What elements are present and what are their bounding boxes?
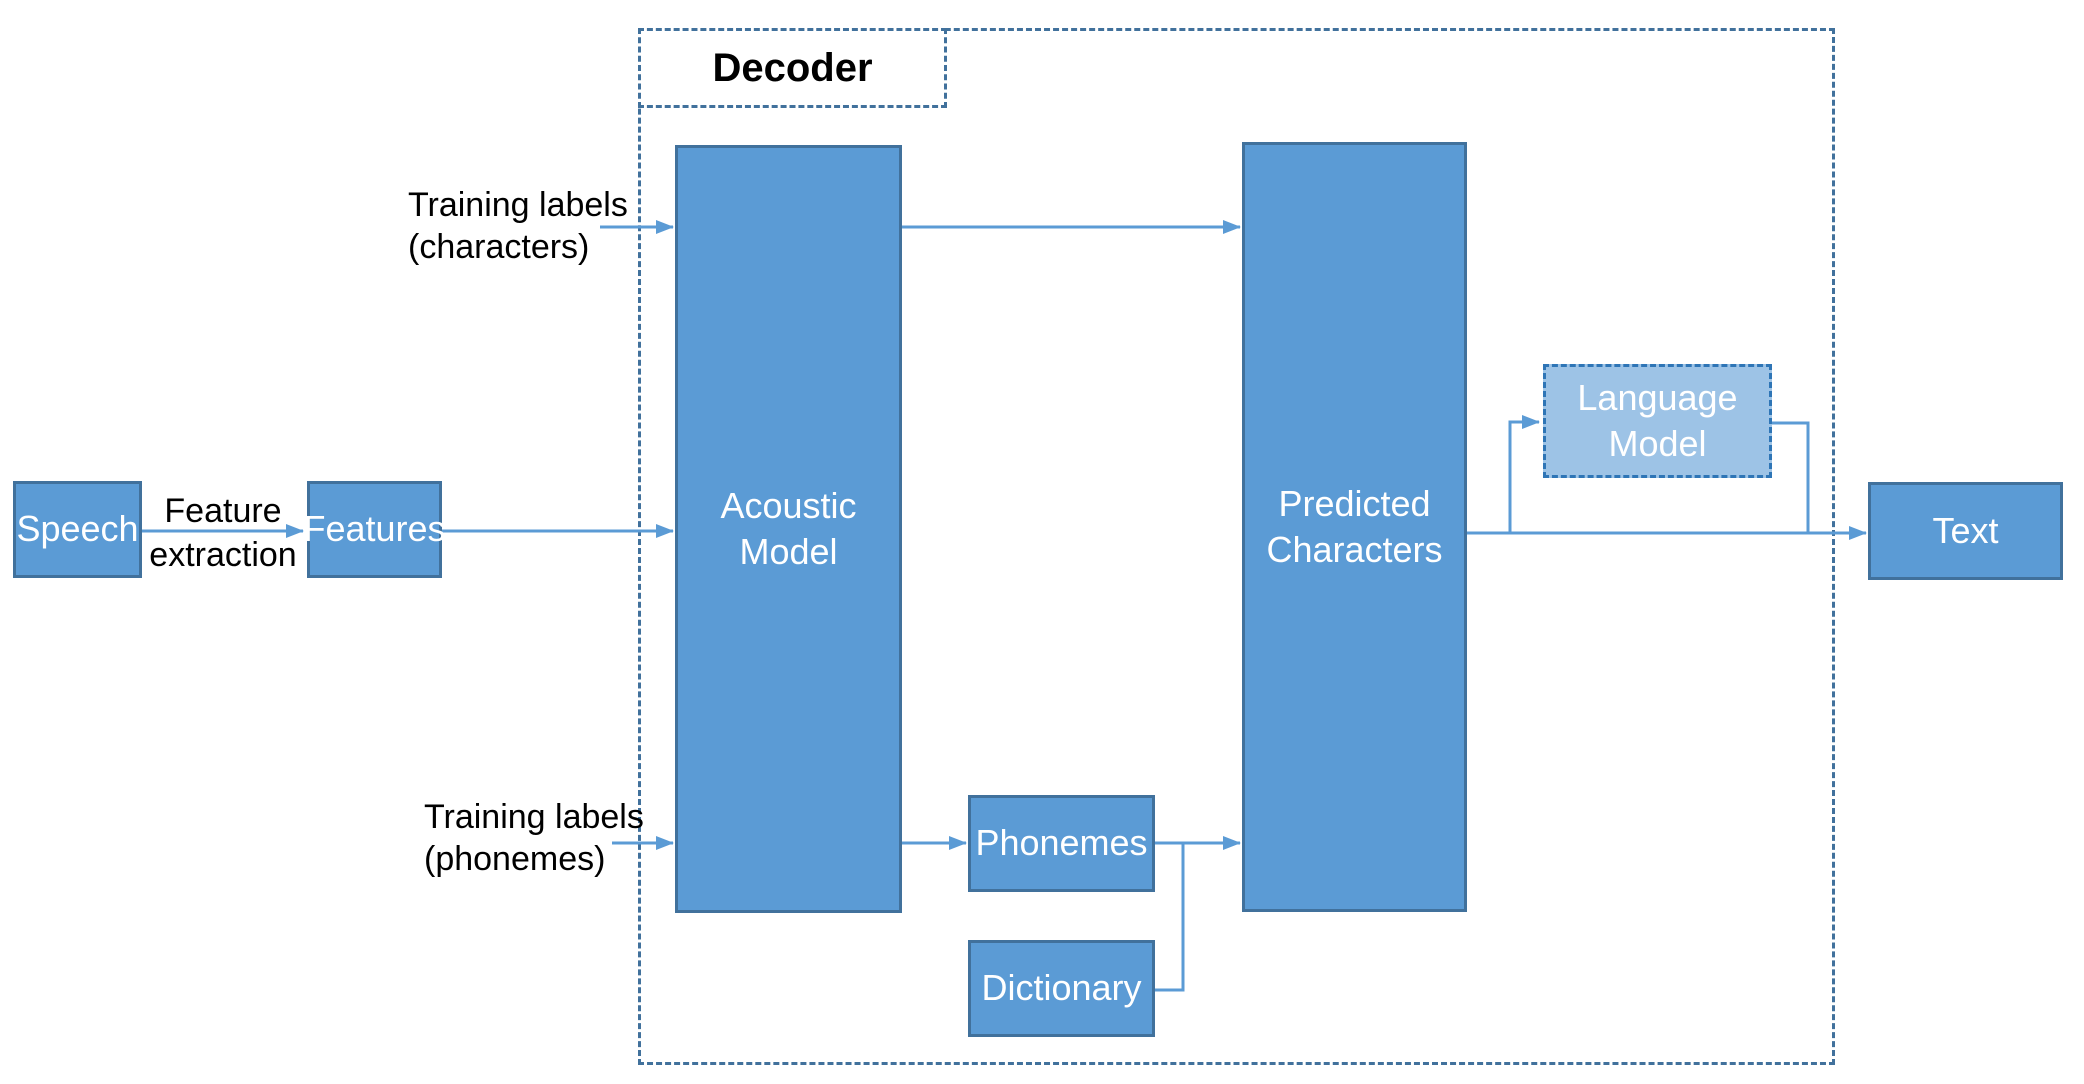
acoustic-model-node-label: Acoustic Model: [720, 484, 857, 572]
training-labels-characters-label: Training labels (characters): [408, 186, 628, 266]
features-node: Features: [303, 481, 446, 578]
connector-dictionary-to-phonemes-line: [1155, 843, 1185, 992]
text-node: Text: [1868, 482, 2063, 580]
phonemes-node-label: Phonemes: [975, 822, 1148, 864]
dictionary-node-label: Dictionary: [981, 967, 1142, 1009]
decoder-region-outline: [638, 28, 1835, 1065]
connector-language-model-to-output-line: [1772, 421, 1810, 533]
text-node-label: Text: [1932, 509, 1999, 551]
decoder-region-title: Decoder: [638, 28, 947, 108]
predicted-characters-node: Predicted Characters: [1242, 142, 1467, 912]
predicted-characters-node-label: Predicted Characters: [1266, 482, 1443, 570]
speech-node: Speech: [13, 481, 142, 578]
training-labels-phonemes-label: Training labels (phonemes): [424, 798, 644, 878]
language-model-node: Language Model: [1543, 364, 1772, 478]
feature-extraction-label: Feature extraction: [149, 492, 297, 574]
acoustic-model-node: Acoustic Model: [675, 145, 902, 913]
features-node-label: Features: [303, 508, 446, 550]
arrow-loop-to-language-model: [1508, 415, 1540, 533]
language-model-node-label: Language Model: [1577, 376, 1738, 464]
decoder-title-text: Decoder: [712, 45, 873, 90]
dictionary-node: Dictionary: [968, 940, 1155, 1037]
speech-node-label: Speech: [16, 508, 139, 550]
phonemes-node: Phonemes: [968, 795, 1155, 892]
